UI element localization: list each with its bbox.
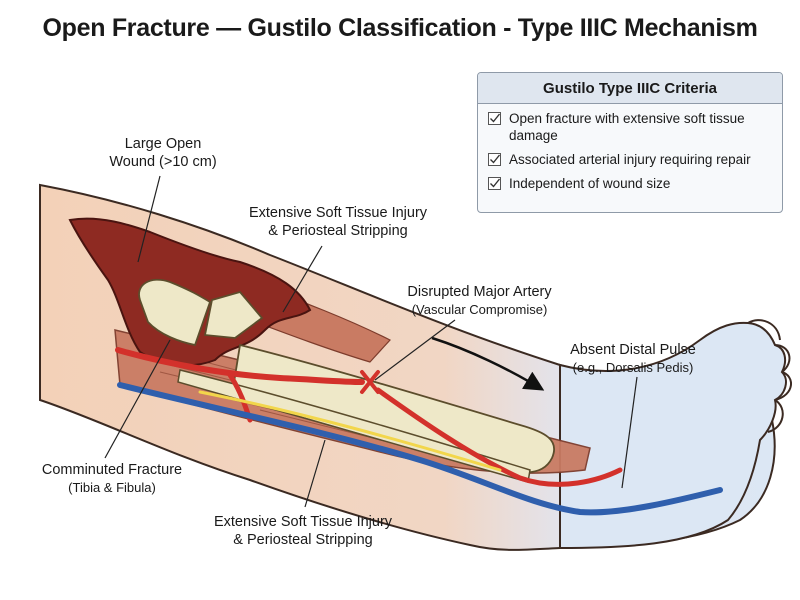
label-absent-distal-pulse: Absent Distal Pulse (e.g., Dorsalis Pedi… <box>553 341 713 377</box>
label-large-open-wound-line1: Large Open <box>124 136 202 152</box>
criteria-item: Open fracture with extensive soft tissue… <box>488 110 774 144</box>
leader-fracture <box>104 339 171 459</box>
label-comminuted-fracture-line2: (Tibia & Fibula) <box>68 480 156 495</box>
label-absent-distal-pulse-line1: Absent Distal Pulse <box>570 342 696 358</box>
label-disrupted-artery: Disrupted Major Artery (Vascular Comprom… <box>392 283 567 319</box>
checkbox-checked-icon <box>488 153 501 166</box>
label-absent-distal-pulse-line2: (e.g., Dorsalis Pedis) <box>572 360 694 375</box>
criteria-item: Associated arterial injury requiring rep… <box>488 151 774 168</box>
criteria-item: Independent of wound size <box>488 175 774 192</box>
leader-soft-tissue-top <box>282 245 323 313</box>
checkbox-checked-icon <box>488 177 501 190</box>
checkbox-checked-icon <box>488 112 501 125</box>
artery-rupture-icon <box>360 370 380 394</box>
artery-distal <box>375 387 623 487</box>
criteria-item-text: Independent of wound size <box>509 176 671 191</box>
label-soft-tissue-bottom-line1: Extensive Soft Tissue Injury <box>213 514 393 530</box>
criteria-box: Gustilo Type IIIC Criteria Open fracture… <box>477 72 783 213</box>
label-soft-tissue-top-line1: Extensive Soft Tissue Injury <box>248 205 428 221</box>
vein <box>117 382 723 516</box>
tibia-fragment-1 <box>138 278 212 347</box>
leader-artery <box>374 319 456 381</box>
label-comminuted-fracture-line1: Comminuted Fracture <box>41 462 183 478</box>
criteria-item-text: Open fracture with extensive soft tissue… <box>509 111 745 143</box>
criteria-item-text: Associated arterial injury requiring rep… <box>509 152 751 167</box>
criteria-title: Gustilo Type IIIC Criteria <box>478 73 782 104</box>
leader-pulse <box>621 376 638 489</box>
label-disrupted-artery-line2: (Vascular Compromise) <box>411 302 548 317</box>
label-large-open-wound-line2: Wound (>10 cm) <box>109 154 217 170</box>
label-disrupted-artery-line1: Disrupted Major Artery <box>407 284 552 300</box>
label-comminuted-fracture: Comminuted Fracture (Tibia & Fibula) <box>27 461 197 497</box>
toes <box>747 319 792 433</box>
flow-arrow <box>431 336 545 391</box>
label-soft-tissue-top-line2: & Periosteal Stripping <box>268 223 408 239</box>
nerve <box>198 390 502 472</box>
label-soft-tissue-top: Extensive Soft Tissue Injury & Periostea… <box>228 204 448 240</box>
tibia-fragment-2 <box>203 290 264 339</box>
leader-soft-tissue-bottom <box>304 439 326 508</box>
label-soft-tissue-bottom-line2: & Periosteal Stripping <box>233 532 373 548</box>
label-large-open-wound: Large Open Wound (>10 cm) <box>88 135 238 171</box>
artery-proximal <box>115 347 365 385</box>
criteria-list: Open fracture with extensive soft tissue… <box>478 104 782 192</box>
foot <box>559 321 787 550</box>
figure-title: Open Fracture — Gustilo Classification -… <box>42 14 758 42</box>
label-soft-tissue-bottom: Extensive Soft Tissue Injury & Periostea… <box>198 513 408 549</box>
leader-wound <box>137 175 161 263</box>
